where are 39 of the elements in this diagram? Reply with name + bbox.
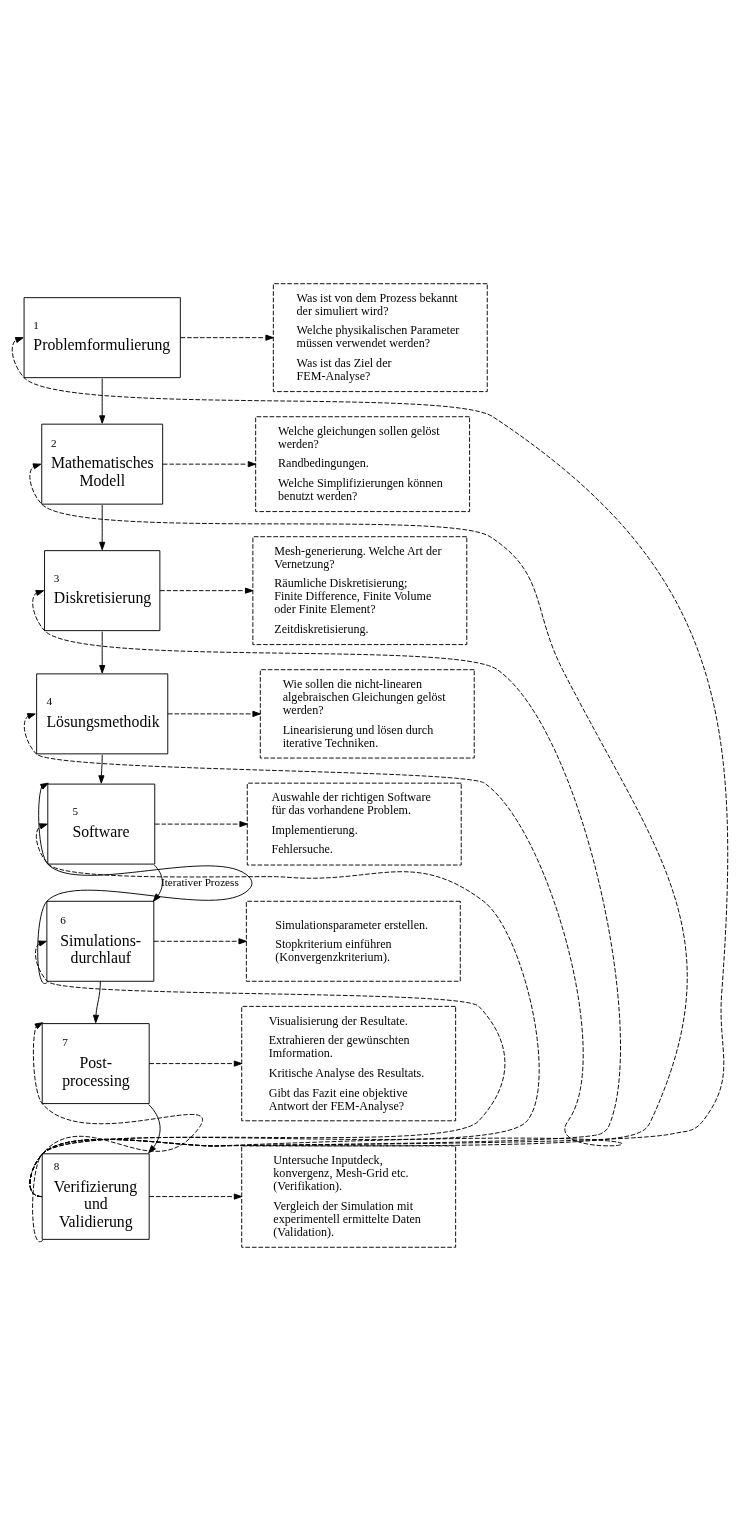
node-box: 6 Simulations- durchlauf <box>46 900 155 982</box>
arrow <box>154 820 248 827</box>
arrow <box>179 334 274 341</box>
node-box: Was ist von dem Prozess bekannt der simuliert wird? Welche physikalischen Parameter müssen verwendet werden? Was ist das Ziel der FEM-Analyse? <box>272 282 488 392</box>
node-box: Visualisierung der Resultate. Extrahieren der gewünschten Imformation. Kritische Analyse des Resultats. Gibt das Fazit eine objektive Antwort der FEM-Analyse? <box>241 1005 457 1121</box>
node-box: Auswahle der richtigen Software für das vorhandene Problem. Implementierung. Fehlersuche. <box>246 782 462 865</box>
arrow <box>148 1103 161 1153</box>
arrow <box>99 377 106 424</box>
node-box: 7 Post- processing <box>41 1022 150 1104</box>
arrow <box>99 504 106 550</box>
arrow <box>29 822 540 1197</box>
arrow <box>37 782 253 984</box>
arrow <box>11 336 729 1197</box>
node-box: 3 Diskretisierung <box>44 549 161 631</box>
arrow <box>153 937 247 944</box>
arrow <box>148 1060 243 1067</box>
arrow <box>29 940 506 1197</box>
node-box: 8 Verifizierung und Validierung <box>41 1152 150 1240</box>
node-box: 1 Problemformulierung <box>23 296 181 378</box>
node-box: 2 Mathematisches Modell <box>41 423 164 505</box>
node-box: Mesh-generierung. Welche Art der Vernetzung? Räumliche Diskretisierung; Finite Difference, Finite Volume oder Finite Element? Zeitdiskretisierung. <box>252 535 468 645</box>
arrow <box>23 712 623 1197</box>
arrow <box>98 753 105 784</box>
arrow <box>92 980 101 1023</box>
arrow <box>148 1193 243 1200</box>
arrow <box>32 1021 203 1242</box>
arrow <box>29 462 688 1197</box>
node-box: Wie sollen die nicht-linearen algebraischen Gleichungen gelöst werden? Linearisierung und lösen durch iterative Techniken. <box>259 668 475 759</box>
arrow <box>152 864 163 902</box>
arrow <box>167 710 261 717</box>
arrow <box>99 630 106 673</box>
node-box: 4 Lösungsmethodik <box>36 672 169 754</box>
arrow <box>162 460 257 467</box>
arrow <box>29 589 621 1197</box>
node-box: Simulationsparameter erstellen. Stopkriterium einführen (Konvergenzkriterium). <box>245 900 461 982</box>
node-box: Untersuche Inputdeck, konvergenz, Mesh-Grid etc. (Verifikation). Vergleich der Simulation mit experimentell ermittelte Daten (Validation). <box>241 1144 457 1248</box>
node-box: Welche gleichungen sollen gelöst werden? Randbedingungen. Welche Simplifizierungen können benutzt werden? <box>255 415 471 512</box>
arrow <box>159 587 254 594</box>
node-box: 5 Software <box>47 783 156 865</box>
